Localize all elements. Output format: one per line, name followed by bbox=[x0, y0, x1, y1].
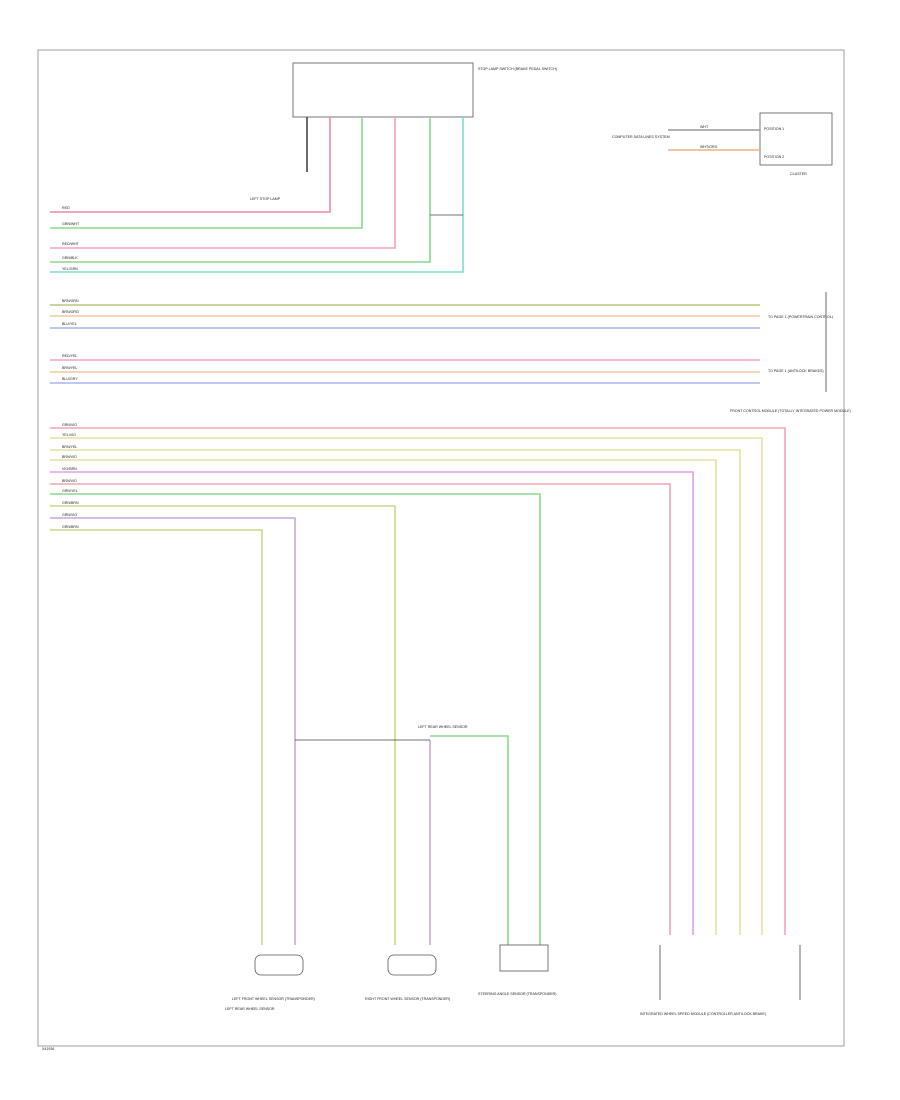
label-w2: GRN/WHT bbox=[62, 222, 80, 226]
wire-d3 bbox=[50, 449, 741, 935]
integrated-wheel-module-label: INTEGRATED WHEEL SPEED MODULE (CONTROLLE… bbox=[640, 1012, 766, 1016]
wire-d8 bbox=[50, 505, 396, 945]
label-d3: BRN/YEL bbox=[62, 445, 77, 449]
label-b3: BLU/YEL bbox=[62, 322, 77, 326]
label-d4: BRN/VIO bbox=[62, 455, 77, 459]
cluster-pin-2-label: POSITION 2 bbox=[764, 155, 784, 159]
block-b-wires bbox=[50, 304, 760, 329]
wire-d2 bbox=[50, 437, 763, 935]
mid-block-a-label: TO PAGE 1 (POWERTRAIN CONTROL) bbox=[768, 315, 833, 319]
label-w4: GRN/BLK bbox=[62, 256, 78, 260]
label-d5: VIO/BRN bbox=[62, 467, 77, 471]
left-rear-sensor-label: LEFT REAR WHEEL SENSOR bbox=[225, 1007, 275, 1011]
front-control-module-label: FRONT CONTROL MODULE (TOTALLY INTEGRATED… bbox=[730, 409, 851, 413]
mid-block-b-label: TO PAGE 1 (ANTILOCK BRAKES) bbox=[768, 369, 824, 373]
wire-d6 bbox=[50, 483, 671, 935]
wire-d10 bbox=[50, 529, 263, 945]
wire-grn-blk bbox=[50, 117, 431, 263]
label-w1: RED bbox=[62, 206, 70, 210]
cluster-pin-1-label: POSITION 1 bbox=[764, 127, 784, 131]
label-d8: GRN/BRN bbox=[62, 501, 79, 505]
page-ref: X41936 bbox=[42, 1047, 54, 1051]
label-w3: RED/WHT bbox=[62, 242, 80, 246]
block-d-wires bbox=[50, 427, 786, 945]
label-d7: GRN/YEL bbox=[62, 489, 78, 493]
steering-angle-sensor-shape bbox=[499, 944, 549, 972]
wire-yel-grn bbox=[50, 117, 464, 273]
label-d9: GRN/VIO bbox=[62, 513, 77, 517]
wire-d7 bbox=[50, 493, 541, 945]
label-d1: GRN/VIO bbox=[62, 423, 77, 427]
stop-lamp-switch-label: STOP LAMP SWITCH (BRAKE PEDAL SWITCH) bbox=[478, 67, 557, 71]
right-front-sensor-label: RIGHT FRONT WHEEL SENSOR (TRANSPONDER) bbox=[365, 997, 450, 1001]
left-front-sensor-shape bbox=[254, 954, 304, 976]
switch-wires bbox=[50, 117, 464, 273]
label-c3: BLU/GRY bbox=[62, 377, 78, 381]
cluster-wire-1-label: WHT bbox=[700, 125, 709, 129]
wire-red bbox=[50, 117, 331, 213]
label-d2: YEL/VIO bbox=[62, 433, 76, 437]
wire-lr-grn bbox=[430, 735, 509, 945]
wire-d1 bbox=[50, 427, 786, 935]
wire-grn-wht bbox=[50, 117, 363, 229]
block-c-wires bbox=[50, 359, 760, 384]
label-d10: GRN/BRN bbox=[62, 525, 79, 529]
cluster-label: CLUSTER bbox=[790, 172, 807, 176]
diagram-frame bbox=[37, 49, 845, 1047]
wire-red-wht bbox=[50, 117, 396, 249]
label-b2: BRN/ORG bbox=[62, 310, 79, 314]
label-left-stop-lamp: LEFT STOP LAMP bbox=[250, 197, 281, 201]
cluster-wire-2-label: WHT/ORG bbox=[700, 145, 718, 149]
stop-lamp-switch-box bbox=[292, 62, 474, 118]
wire-d9 bbox=[50, 517, 296, 945]
wire-d5 bbox=[50, 471, 694, 935]
label-c1: RED/YEL bbox=[62, 354, 77, 358]
label-d6: BRN/VIO bbox=[62, 479, 77, 483]
cluster-left-label: COMPUTER DATA LINES SYSTEM bbox=[612, 135, 670, 139]
bottom-sensors bbox=[254, 944, 801, 1000]
splice-note: LEFT REAR WHEEL SENSOR bbox=[418, 725, 468, 729]
left-front-sensor-label: LEFT FRONT WHEEL SENSOR (TRANSPONDER) bbox=[232, 997, 315, 1001]
label-c2: BRN/YEL bbox=[62, 366, 77, 370]
right-front-sensor-shape bbox=[387, 954, 437, 976]
wire-d4 bbox=[50, 459, 717, 935]
steering-angle-sensor-label: STEERING ANGLE SENSOR (TRANSPONDER) bbox=[478, 992, 556, 996]
label-w5: YEL/GRN bbox=[62, 267, 78, 271]
label-b1: BRN/GRN bbox=[62, 299, 79, 303]
cluster-box bbox=[759, 112, 833, 166]
